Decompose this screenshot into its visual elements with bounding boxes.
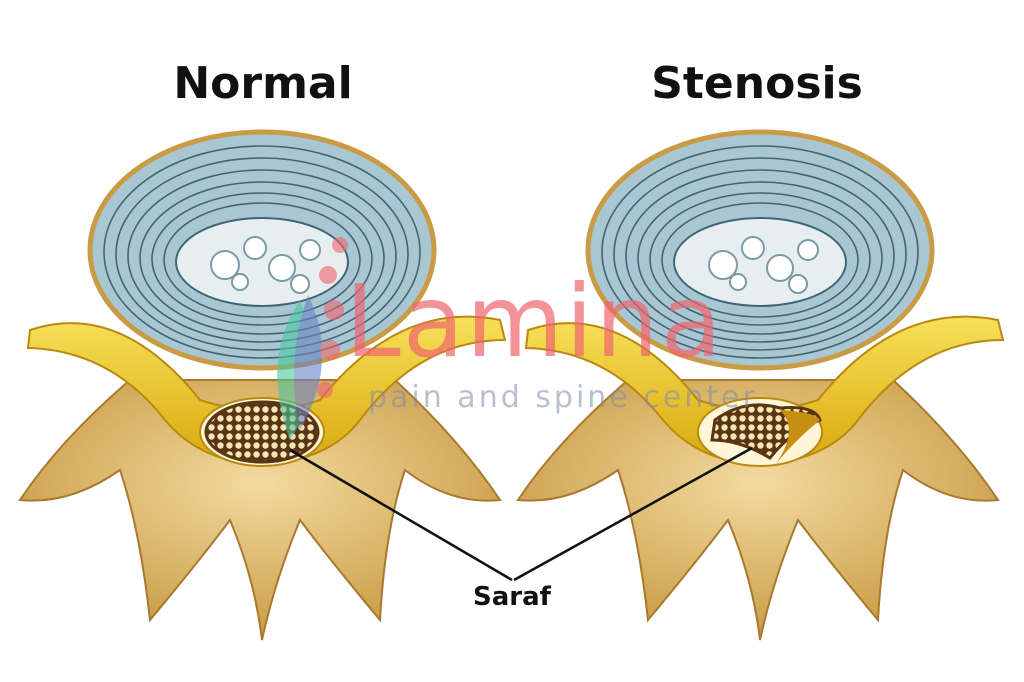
nerve-label: Saraf xyxy=(473,582,551,612)
thickened-ligament xyxy=(775,410,820,465)
pointer-line-stenosis xyxy=(513,446,753,582)
pointer-line-normal xyxy=(289,448,513,582)
watermark-tagline: pain and spine center xyxy=(368,380,758,415)
stenosis-title: Stenosis xyxy=(651,58,863,109)
watermark-brand: Lamina xyxy=(345,263,724,380)
watermark-logo-icon xyxy=(277,237,348,440)
normal-title: Normal xyxy=(173,58,353,109)
